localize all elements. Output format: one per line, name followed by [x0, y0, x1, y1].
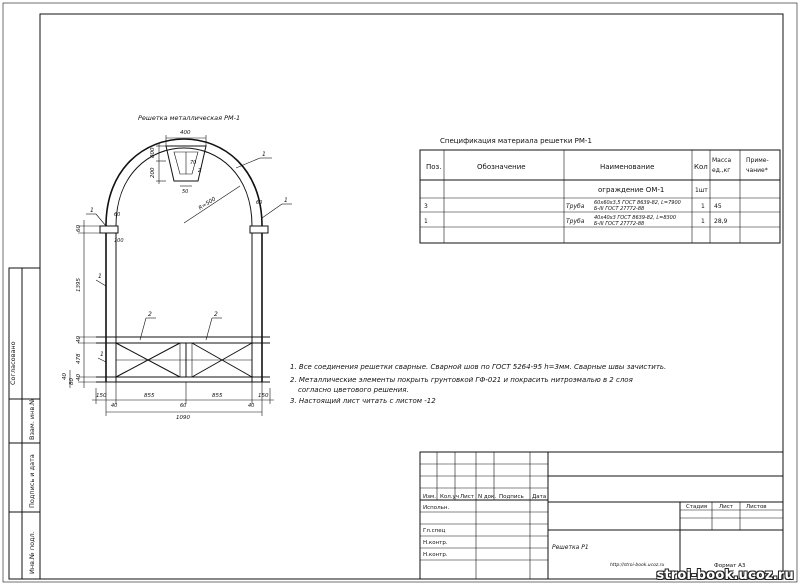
stamp-sign-date: Подпись и дата [28, 454, 36, 508]
spec-row1-mass: 45 [714, 203, 722, 210]
spec-row2-type: Труба [566, 218, 585, 225]
dim-b150l: 150 [96, 393, 107, 399]
note-1: 1. Все соединения решетки сварные. Сварн… [290, 363, 666, 371]
leader-2-right: 2 [214, 311, 218, 318]
inner-frame [39, 13, 784, 580]
dim-b40r: 40 [248, 403, 254, 409]
dim-top-width: 400 [180, 130, 191, 136]
spec-header-qty: Кол [694, 163, 708, 171]
dim-inner-ang: 70 [190, 160, 196, 166]
spec-header-note-2: чание* [746, 167, 768, 174]
tb-format: Формат А3 [714, 563, 746, 569]
spec-row1-pos: 3 [424, 203, 428, 210]
tb-role-1: Испольн. [423, 505, 449, 511]
dim-post-60-l: 60 [114, 212, 120, 218]
tb-col-list: Лист [460, 494, 475, 500]
dim-inner-z: Z [197, 168, 202, 174]
dim-r-small: 50 [182, 189, 188, 195]
dim-40: 40 [76, 336, 82, 343]
note-2: 2. Металлические элементы покрыть грунто… [290, 376, 633, 384]
note-3: 3. Настоящий лист читать с листом -12 [290, 397, 436, 405]
gate-drawing: Решетка металлическая РМ-1 400 800 200 5… [62, 114, 292, 421]
dim-b60: 60 [180, 403, 186, 409]
tb-role-5: Н.контр. [423, 552, 448, 558]
spec-header-mass-2: ед.,кг [712, 167, 730, 174]
spec-header-pos: Поз. [426, 163, 442, 171]
dim-top-h1: 800 [150, 147, 156, 158]
note-2b: согласно цветового решения. [298, 386, 409, 394]
leader-1-left-top: 1 [90, 207, 94, 214]
spec-row1-qty: 1 [701, 203, 705, 210]
stamp-agreed: Согласовано [9, 341, 17, 385]
leader-2-left: 2 [148, 311, 152, 318]
drawing-title: Решетка металлическая РМ-1 [138, 114, 240, 122]
tb-col-kol: Кол.уч [440, 494, 459, 500]
spec-header-note: Приме- [746, 157, 769, 164]
stamp-replace-inv: Взам. инв.№ [28, 398, 36, 440]
dim-radius: R=500 [198, 196, 218, 212]
spec-group-qty: 1шт [695, 187, 708, 194]
dim-478: 478 [76, 353, 82, 364]
outer-arch [105, 138, 263, 227]
spec-row2-mass: 28,9 [714, 218, 728, 225]
spec-row1-line1: 60x60x3,5 ГОСТ 8639-82, L=7900 [594, 200, 681, 206]
title-block: Изм. Кол.уч Лист N док. Подпись Дата Исп… [419, 451, 784, 580]
leader-1-left-mid: 1 [98, 273, 102, 280]
stamp-inv-orig: Инв.№ подл. [28, 531, 36, 574]
tb-col-date: Дата [532, 494, 546, 500]
site-watermark: stroi-book.ucoz.ru [656, 568, 794, 583]
inner-arch [115, 147, 253, 227]
tb-col-ndoc: N док. [478, 494, 496, 500]
dim-40b: 40 [76, 374, 82, 381]
leader-1-arch: 1 [262, 151, 266, 158]
spec-row1-line2: Б-III ГОСТ 27772-88 [594, 206, 644, 212]
dim-40c: 40 [62, 373, 68, 380]
leader-1-left-low: 1 [100, 351, 104, 358]
side-stamp: Согласовано Взам. инв.№ Подпись и дата И… [8, 267, 41, 580]
spec-row1-type: Труба [566, 203, 585, 210]
spec-title: Спецификация материала решетки РМ-1 [440, 137, 592, 145]
spec-header-mass: Масса [712, 157, 731, 164]
tb-url: http://stroi-book.ucoz.ru [610, 562, 664, 568]
notes: 1. Все соединения решетки сварные. Сварн… [290, 363, 666, 405]
dim-post-100: 100 [114, 238, 124, 244]
spec-group-name: ограждение ОМ-1 [598, 186, 664, 194]
tb-role-4: Н.контр. [423, 540, 448, 546]
dim-b855r: 855 [212, 393, 223, 399]
tb-col-sign: Подпись [499, 494, 524, 500]
tb-name: Решетка Р1 [552, 544, 589, 551]
top-emblem [165, 145, 207, 182]
tb-sheet: Лист [719, 504, 734, 510]
dim-b150r: 150 [258, 393, 269, 399]
dim-overall: 1090 [176, 415, 190, 421]
dim-60: 60 [76, 225, 82, 232]
spec-header-designation: Обозначение [477, 163, 526, 171]
dim-top-h2: 200 [150, 167, 156, 178]
dim-b40l: 40 [111, 403, 117, 409]
spec-row2-line1: 40x40x3 ГОСТ 8639-82, L=8300 [594, 215, 676, 221]
leader-1-right: 1 [284, 197, 288, 204]
spec-table: Спецификация материала решетки РМ-1 Поз.… [419, 137, 781, 244]
tb-sheets: Листов [746, 504, 767, 510]
spec-row2-line2: Б-III ГОСТ 27772-88 [594, 221, 644, 227]
spec-header-name: Наименование [600, 163, 654, 171]
dim-80: 80 [69, 378, 75, 385]
dim-1395: 1395 [76, 278, 82, 292]
spec-row2-pos: 1 [424, 218, 428, 225]
dim-b855l: 855 [144, 393, 155, 399]
tb-role-3: Гл.спец [423, 528, 446, 534]
spec-row2-qty: 1 [701, 218, 705, 225]
tb-stage: Стадия [686, 504, 707, 510]
tb-col-izm: Изм. [423, 494, 436, 500]
dim-post-60-r: 60 [256, 200, 262, 206]
